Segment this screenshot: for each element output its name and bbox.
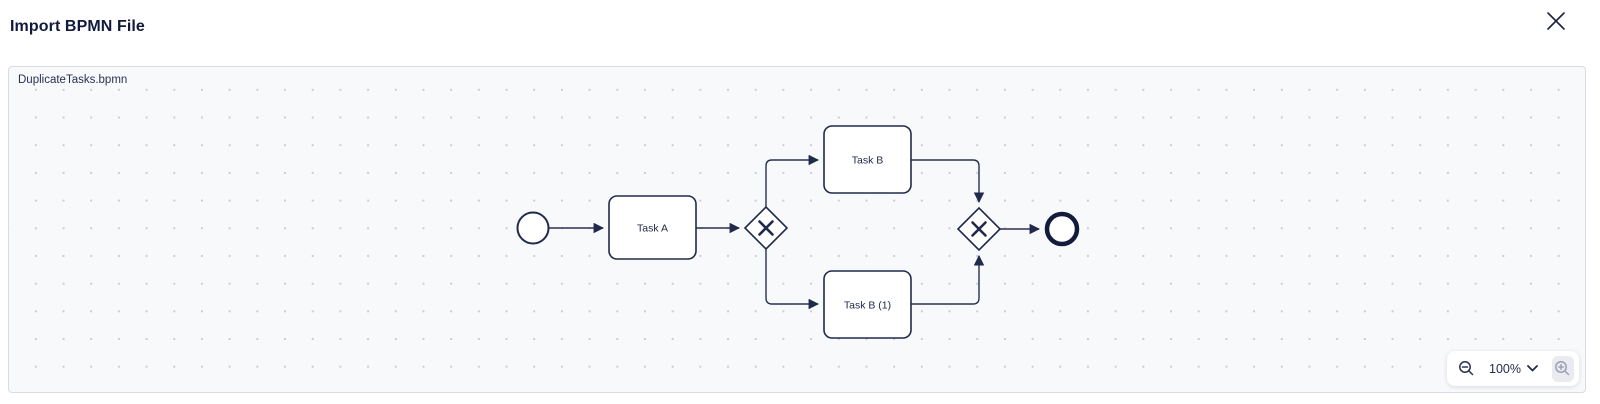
start-event-shape [516, 211, 550, 245]
bpmn-canvas[interactable]: DuplicateTasks.bpmn [8, 66, 1586, 393]
page-title: Import BPMN File [10, 18, 145, 35]
chevron-down-icon [1527, 365, 1538, 372]
sequence-flows [549, 154, 1041, 310]
zoom-out-button[interactable] [1458, 360, 1475, 377]
zoom-in-button[interactable] [1551, 355, 1574, 382]
task-b-1-label: Task B (1) [844, 300, 891, 312]
flow-gateway-to-task-b [765, 154, 820, 207]
task-a-shape: Task A [608, 195, 697, 260]
flow-task-b-1-to-join [911, 254, 985, 305]
task-b-1-shape: Task B (1) [823, 270, 912, 339]
exclusive-gateway-split-shape [743, 205, 789, 251]
zoom-level-label: 100% [1489, 361, 1521, 376]
flow-task-b-to-join [911, 159, 985, 204]
bpmn-diagram: Task A Task B Task B (1) [516, 125, 1080, 339]
task-b-shape: Task B [823, 125, 912, 194]
zoom-level-dropdown[interactable]: 100% [1489, 362, 1538, 376]
task-b-label: Task B [852, 155, 884, 167]
file-name-label: DuplicateTasks.bpmn [18, 74, 128, 86]
flow-gateway-to-task-b-1 [765, 249, 820, 310]
exclusive-gateway-join-shape [956, 206, 1002, 252]
task-a-label: Task A [637, 223, 668, 235]
end-event-shape [1044, 211, 1080, 247]
zoom-controls: 100% [1447, 351, 1579, 386]
close-icon [1547, 12, 1565, 30]
zoom-in-icon [1555, 361, 1570, 376]
close-button[interactable] [1543, 8, 1569, 34]
dialog-header: Import BPMN File [0, 0, 1600, 66]
zoom-out-icon [1459, 361, 1474, 376]
